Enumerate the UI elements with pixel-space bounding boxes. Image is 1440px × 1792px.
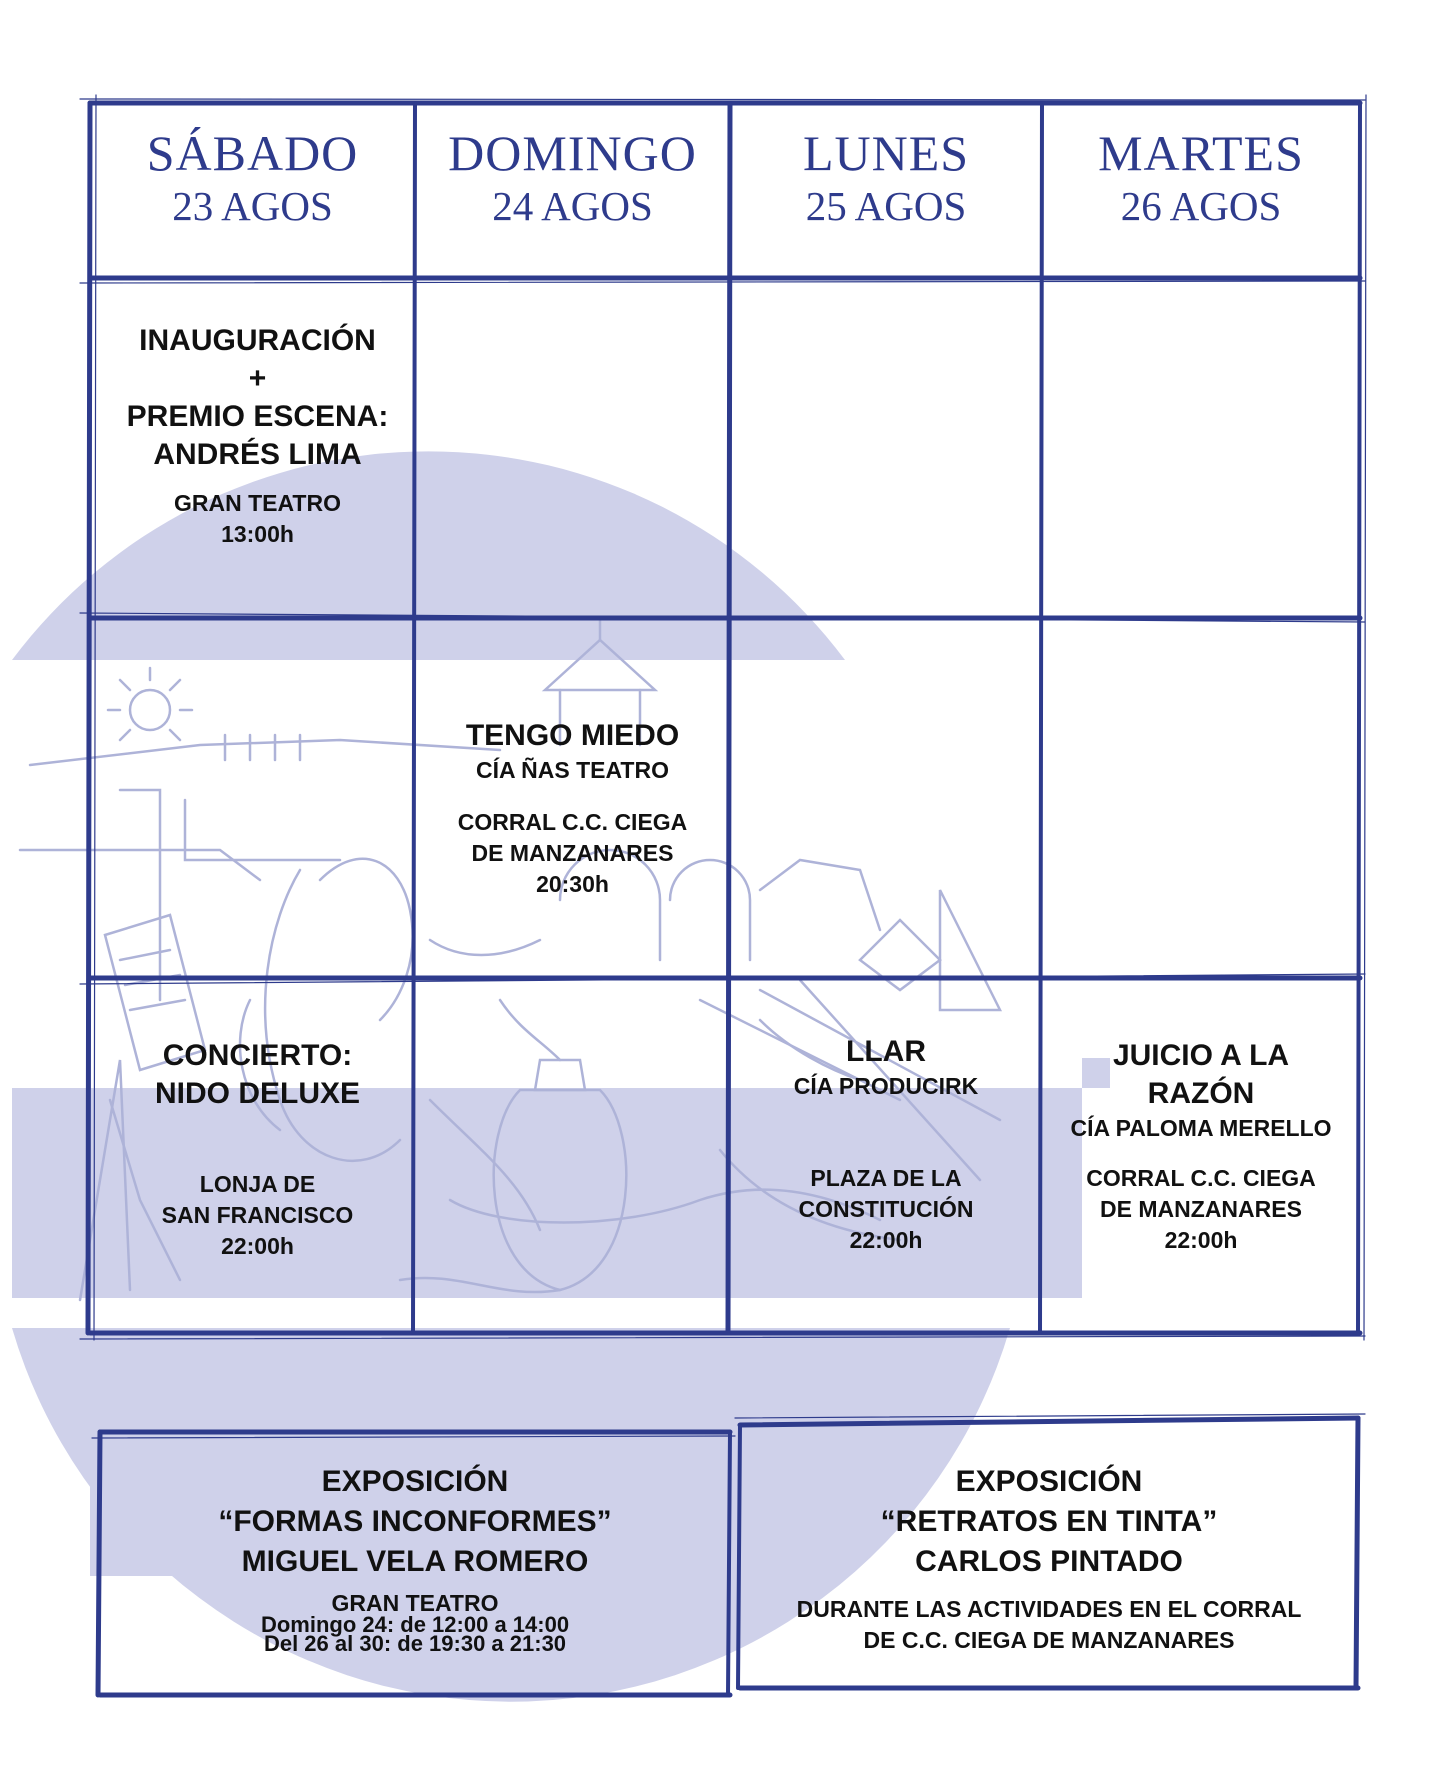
event-inauguracion: INAUGURACIÓN + PREMIO ESCENA: ANDRÉS LIM… xyxy=(90,322,425,550)
day-name: MARTES xyxy=(1098,125,1304,181)
day-name: LUNES xyxy=(802,125,970,181)
schedule-grid xyxy=(79,94,1367,1698)
day-header-sabado: SÁBADO 23 AGOS xyxy=(90,125,415,231)
exhibition-schedule: Domingo 24: de 12:00 a 14:00 xyxy=(260,1612,570,1637)
event-place: CORRAL C.C. CIEGA xyxy=(457,809,688,835)
event-title: RAZÓN xyxy=(1147,1077,1255,1110)
event-place: DE MANZANARES xyxy=(1100,1196,1302,1222)
day-name: SÁBADO xyxy=(146,125,359,181)
event-title: JUICIO A LA xyxy=(1112,1039,1290,1072)
event-title: + xyxy=(248,362,267,395)
event-place: PLAZA DE LA xyxy=(810,1165,962,1191)
event-company: CÍA PALOMA MERELLO xyxy=(1070,1115,1332,1141)
event-llar: LLAR CÍA PRODUCIRK PLAZA DE LA CONSTITUC… xyxy=(730,1033,1042,1256)
event-title: CONCIERTO: xyxy=(162,1039,353,1072)
exhibition-retratos-en-tinta: EXPOSICIÓN “RETRATOS EN TINTA” CARLOS PI… xyxy=(740,1462,1358,1656)
event-concierto-nido-deluxe: CONCIERTO: NIDO DELUXE LONJA DE SAN FRAN… xyxy=(90,1037,425,1262)
exhibition-schedule: Del 26 al 30: de 19:30 a 21:30 xyxy=(263,1631,567,1656)
event-company: CÍA ÑAS TEATRO xyxy=(476,757,669,783)
exhibition-artist: CARLOS PINTADO xyxy=(915,1545,1183,1578)
day-header-martes: MARTES 26 AGOS xyxy=(1042,125,1360,231)
exhibition-info: DE C.C. CIEGA DE MANZANARES xyxy=(863,1627,1235,1653)
event-time: 20:30h xyxy=(536,871,609,897)
event-juicio-a-la-razon: JUICIO A LA RAZÓN CÍA PALOMA MERELLO COR… xyxy=(1042,1037,1360,1256)
event-title: ANDRÉS LIMA xyxy=(153,438,362,471)
day-header-lunes: LUNES 25 AGOS xyxy=(730,125,1042,231)
day-date: 24 AGOS xyxy=(492,183,653,229)
event-place: DE MANZANARES xyxy=(471,840,674,866)
day-date: 23 AGOS xyxy=(172,183,333,229)
event-time: 22:00h xyxy=(1164,1227,1238,1253)
event-title: INAUGURACIÓN xyxy=(139,324,376,357)
exhibition-formas-inconformes: EXPOSICIÓN “FORMAS INCONFORMES” MIGUEL V… xyxy=(100,1462,730,1656)
event-place: CONSTITUCIÓN xyxy=(798,1196,974,1222)
event-time: 22:00h xyxy=(849,1227,923,1253)
event-time: 22:00h xyxy=(221,1233,294,1259)
event-place: GRAN TEATRO xyxy=(174,490,341,516)
event-place: SAN FRANCISCO xyxy=(161,1202,354,1228)
exhibition-title: EXPOSICIÓN xyxy=(321,1465,509,1498)
exhibition-info: DURANTE LAS ACTIVIDADES EN EL CORRAL xyxy=(796,1596,1302,1622)
exhibition-artist: MIGUEL VELA ROMERO xyxy=(241,1545,589,1578)
exhibition-title: EXPOSICIÓN xyxy=(955,1465,1143,1498)
event-title: NIDO DELUXE xyxy=(154,1077,361,1110)
day-date: 26 AGOS xyxy=(1120,183,1282,229)
event-title: TENGO MIEDO xyxy=(465,719,680,752)
event-tengo-miedo: TENGO MIEDO CÍA ÑAS TEATRO CORRAL C.C. C… xyxy=(415,717,730,900)
day-name: DOMINGO xyxy=(448,125,697,181)
event-title: LLAR xyxy=(846,1035,926,1068)
event-title: PREMIO ESCENA: xyxy=(126,400,389,433)
day-header-domingo: DOMINGO 24 AGOS xyxy=(415,125,730,231)
day-date: 25 AGOS xyxy=(805,183,967,229)
exhibition-place: GRAN TEATRO xyxy=(331,1590,499,1616)
event-place: CORRAL C.C. CIEGA xyxy=(1086,1165,1316,1191)
background-circle xyxy=(12,451,1110,1702)
exhibition-title: “RETRATOS EN TINTA” xyxy=(880,1505,1218,1538)
event-company: CÍA PRODUCIRK xyxy=(793,1073,979,1099)
event-place: LONJA DE xyxy=(199,1171,316,1197)
event-time: 13:00h xyxy=(221,521,294,547)
exhibition-title: “FORMAS INCONFORMES” xyxy=(218,1505,612,1538)
